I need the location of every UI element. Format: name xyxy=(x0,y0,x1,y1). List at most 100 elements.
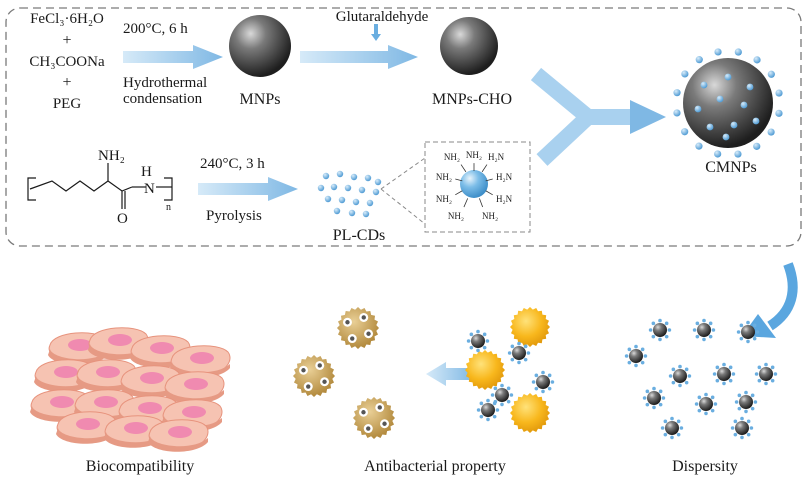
cmnps-core xyxy=(301,368,306,373)
cd-dot xyxy=(697,408,702,413)
cd-dot xyxy=(506,386,511,391)
step1-method: Hydrothermal xyxy=(123,75,207,91)
cd-dot xyxy=(733,432,738,437)
bond-line xyxy=(463,198,469,208)
down-arrow xyxy=(371,24,381,41)
carbon-dot xyxy=(330,183,338,191)
cd-dot xyxy=(740,435,744,440)
cd-dot xyxy=(634,344,638,349)
cd-dot xyxy=(510,344,515,349)
cd-dot xyxy=(523,344,528,349)
carbon-dot xyxy=(333,207,341,215)
cd-dot xyxy=(661,396,666,400)
cd-dot xyxy=(715,378,720,383)
cmnps-core xyxy=(350,336,355,341)
cmnps-label: CMNPs xyxy=(705,159,757,176)
cd-dot xyxy=(534,373,539,378)
zoom-lines xyxy=(380,157,426,225)
cell-nucleus xyxy=(182,406,206,418)
cd-dot xyxy=(724,73,732,81)
carbon-dot xyxy=(362,210,370,218)
cmnps-particle xyxy=(476,398,500,422)
cell-nucleus xyxy=(184,378,208,390)
cd-dot xyxy=(663,432,668,437)
cd-dot xyxy=(733,419,738,424)
cd-dot xyxy=(753,142,761,150)
cmnps-core xyxy=(629,349,643,363)
cmnps-core xyxy=(647,391,661,405)
amine-group: H₂N xyxy=(496,194,513,204)
bond-line xyxy=(455,178,463,182)
cell xyxy=(164,371,225,404)
biocompatibility-label: Biocompatibility xyxy=(86,458,194,475)
cmnps-core xyxy=(717,367,731,381)
cd-dot xyxy=(708,334,713,339)
cd-dot xyxy=(715,365,720,370)
cmnps-particle xyxy=(490,383,514,407)
cd-dot xyxy=(510,357,515,362)
cmnps-particle xyxy=(466,329,490,353)
cd-dot xyxy=(746,339,750,344)
cd-dot xyxy=(658,389,663,394)
cd-dot xyxy=(517,341,521,346)
dead-bacterium-body xyxy=(353,397,395,439)
cmnps-particle xyxy=(642,386,666,410)
cmnps-particle xyxy=(730,416,754,440)
merge-arrow xyxy=(530,67,666,166)
cd-dot xyxy=(770,378,775,383)
cd-dot xyxy=(469,332,474,337)
cd-dot xyxy=(684,367,689,372)
cd-dot xyxy=(775,89,783,97)
cmnps-particle xyxy=(712,362,736,386)
cd-dot xyxy=(702,318,706,323)
cd-dot xyxy=(495,408,500,412)
step1-method: condensation xyxy=(123,91,203,107)
cd-dot xyxy=(679,426,684,430)
cmnps-core xyxy=(673,369,687,383)
cd-dot xyxy=(711,328,716,332)
cd-dot xyxy=(673,109,681,117)
cd-dot xyxy=(627,347,632,352)
cd-dot xyxy=(739,336,744,341)
cd-dot xyxy=(764,381,768,386)
mnps-sphere xyxy=(229,15,291,77)
cd-dot xyxy=(541,389,545,394)
cd-dot xyxy=(479,414,484,419)
cmnps-particle xyxy=(736,320,760,344)
cd-dot xyxy=(507,351,512,355)
cmnps-core xyxy=(366,426,371,431)
glutaraldehyde-label: Glutaraldehyde xyxy=(336,9,429,25)
amine-group: NH₂ xyxy=(444,152,460,162)
cd-dot xyxy=(676,432,681,437)
cd-dot xyxy=(663,419,668,424)
cmnps-core xyxy=(481,403,495,417)
cd-dot xyxy=(754,372,759,376)
left-arrow xyxy=(426,362,474,386)
step2-method: Pyrolysis xyxy=(206,208,262,224)
cd-dot xyxy=(476,329,480,334)
cd-dot xyxy=(736,330,741,334)
antibacterial-label: Antibacterial property xyxy=(364,458,506,475)
cd-dot xyxy=(746,432,751,437)
cd-dot xyxy=(676,419,681,424)
cd-dot xyxy=(750,393,755,398)
cd-dot xyxy=(670,435,674,440)
cd-dot xyxy=(671,380,676,385)
cmnps-particle xyxy=(660,416,684,440)
dead-bacterium-body xyxy=(337,307,379,349)
cd-dot xyxy=(658,318,662,323)
cd-dot xyxy=(469,345,474,350)
cd-dot xyxy=(722,381,726,386)
bacteria-cmnps-group xyxy=(465,307,555,433)
cd-dot xyxy=(673,89,681,97)
cell-nucleus xyxy=(108,334,132,346)
lysine-h: H xyxy=(141,164,152,180)
cd-dot xyxy=(492,414,497,419)
cmnps-core xyxy=(471,334,485,348)
cd-dot xyxy=(678,364,682,369)
cd-dot xyxy=(506,399,511,404)
cd-dot xyxy=(642,396,647,400)
cd-dot xyxy=(658,337,662,342)
cmnps-core xyxy=(512,346,526,360)
